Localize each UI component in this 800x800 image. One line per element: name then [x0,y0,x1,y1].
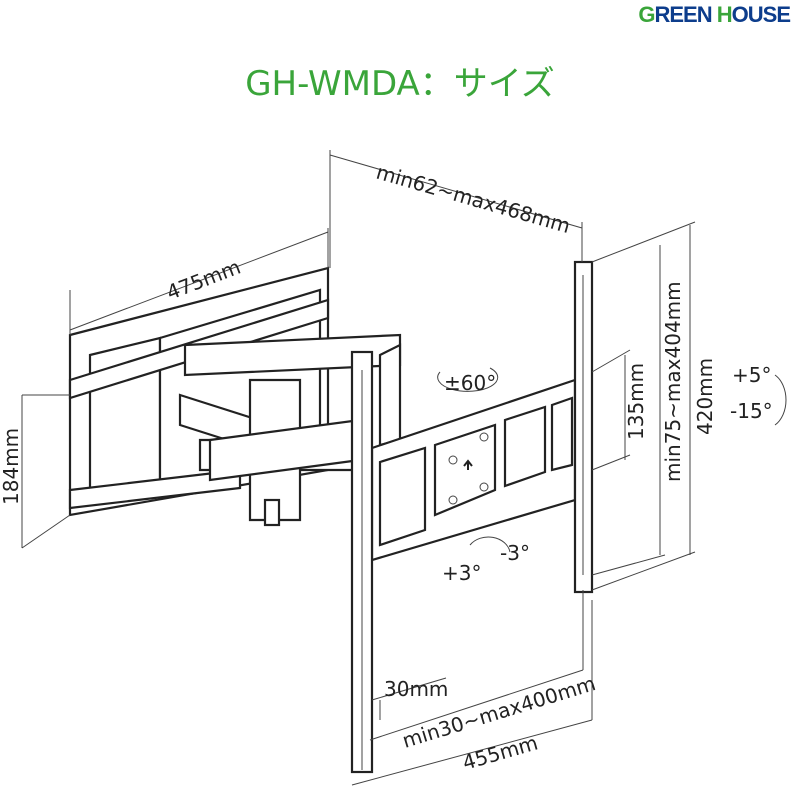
vesa-vertical-label: min75~max404mm [661,281,685,482]
brand-letter: H [716,2,733,27]
rail-height-label: 420mm [693,358,717,435]
brand-text: REEN [654,2,717,27]
vesa-hole-spacing-label: 135mm [624,363,648,440]
articulating-arms [178,333,402,527]
wall-plate-height-label: 184mm [0,428,23,505]
brand-letter: G [638,2,655,27]
swivel-label: ±60° [444,371,496,395]
tv-bracket [350,260,594,774]
arm-extension-label: min62~max468mm [374,160,573,238]
rotate-minus-label: -3° [500,541,530,565]
rotate-plus-label: +3° [442,561,481,585]
bracket-width-label: 455mm [460,730,541,774]
rail-width-label: 30mm [384,677,448,701]
tilt-down-label: -15° [730,399,773,423]
page-title: GH-WMDA：サイズ [245,64,555,104]
tilt-up-label: +5° [732,363,771,387]
dimension-lines [21,150,787,786]
brand-logo: GREEN HOUSE [638,2,791,28]
brand-text: OUSE [731,2,791,27]
